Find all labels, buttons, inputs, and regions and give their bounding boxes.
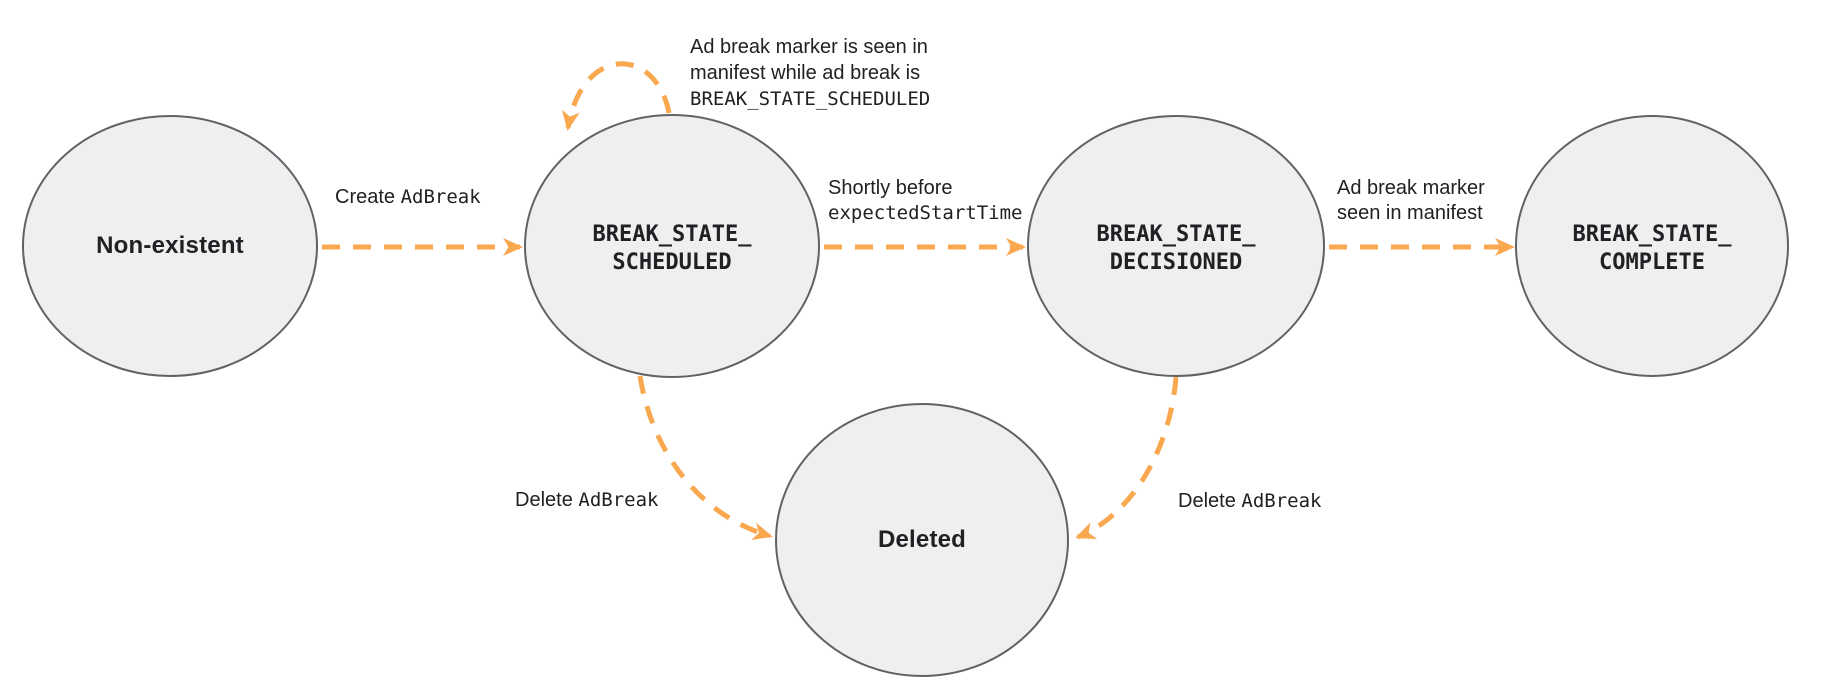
edge-label-code: BREAK_STATE_SCHEDULED xyxy=(690,88,931,110)
state-label-break-state-scheduled: BREAK_STATE_ SCHEDULED xyxy=(593,221,752,277)
state-label-non-existent: Non-existent xyxy=(96,232,244,259)
state-label-deleted: Deleted xyxy=(877,526,967,553)
state-node-break-state-complete xyxy=(1515,115,1789,377)
state-label-break-state-decisioned: BREAK_STATE_ DECISIONED xyxy=(1097,221,1256,277)
edge-label-text: Create xyxy=(335,186,401,208)
edge-label-code: AdBreak xyxy=(578,489,659,511)
edge-label-delete-adbreak-right: Delete AdBreak xyxy=(1178,488,1321,514)
state-label-break-state-complete: BREAK_STATE_ COMPLETE xyxy=(1573,221,1732,277)
state-node-non-existent xyxy=(22,115,318,377)
edge-label-code: expectedStartTime xyxy=(828,202,1023,224)
edge-label-scheduled-self-loop: Ad break marker is seen in manifest whil… xyxy=(690,34,930,112)
state-label-line: SCHEDULED xyxy=(612,250,732,275)
edge-decisioned-to-deleted-arrow xyxy=(1075,376,1179,540)
state-node-break-state-scheduled xyxy=(524,114,820,378)
state-label-line: DECISIONED xyxy=(1109,250,1243,275)
state-label-line: BREAK_STATE_ xyxy=(1096,222,1256,247)
edge-label-text: Delete xyxy=(515,489,579,511)
edge-label-line: seen in manifest xyxy=(1337,202,1483,224)
state-label-line: BREAK_STATE_ xyxy=(1572,222,1732,247)
edge-label-line: Ad break marker xyxy=(1337,177,1485,199)
edge-label-line: manifest while ad break is xyxy=(690,62,921,84)
edge-scheduled-to-deleted-arrow xyxy=(637,375,773,540)
state-label-line: COMPLETE xyxy=(1599,250,1705,275)
edge-label-code: AdBreak xyxy=(400,186,481,208)
edge-label-delete-adbreak-left: Delete AdBreak xyxy=(515,487,658,513)
edge-label-code: AdBreak xyxy=(1241,490,1322,512)
edge-label-shortly-before: Shortly before expectedStartTime xyxy=(828,176,1022,226)
edge-label-marker-seen: Ad break marker seen in manifest xyxy=(1337,176,1485,226)
state-node-break-state-decisioned xyxy=(1027,115,1325,377)
state-label-line: BREAK_STATE_ xyxy=(592,222,752,247)
state-node-deleted xyxy=(775,403,1069,677)
edge-label-create-adbreak: Create AdBreak xyxy=(335,184,481,210)
edge-label-text: Delete xyxy=(1178,490,1242,512)
edge-label-line: Ad break marker is seen in xyxy=(690,36,928,58)
edge-label-text: Shortly before xyxy=(828,177,953,199)
edge-scheduled-self-loop-arrow xyxy=(561,61,672,131)
